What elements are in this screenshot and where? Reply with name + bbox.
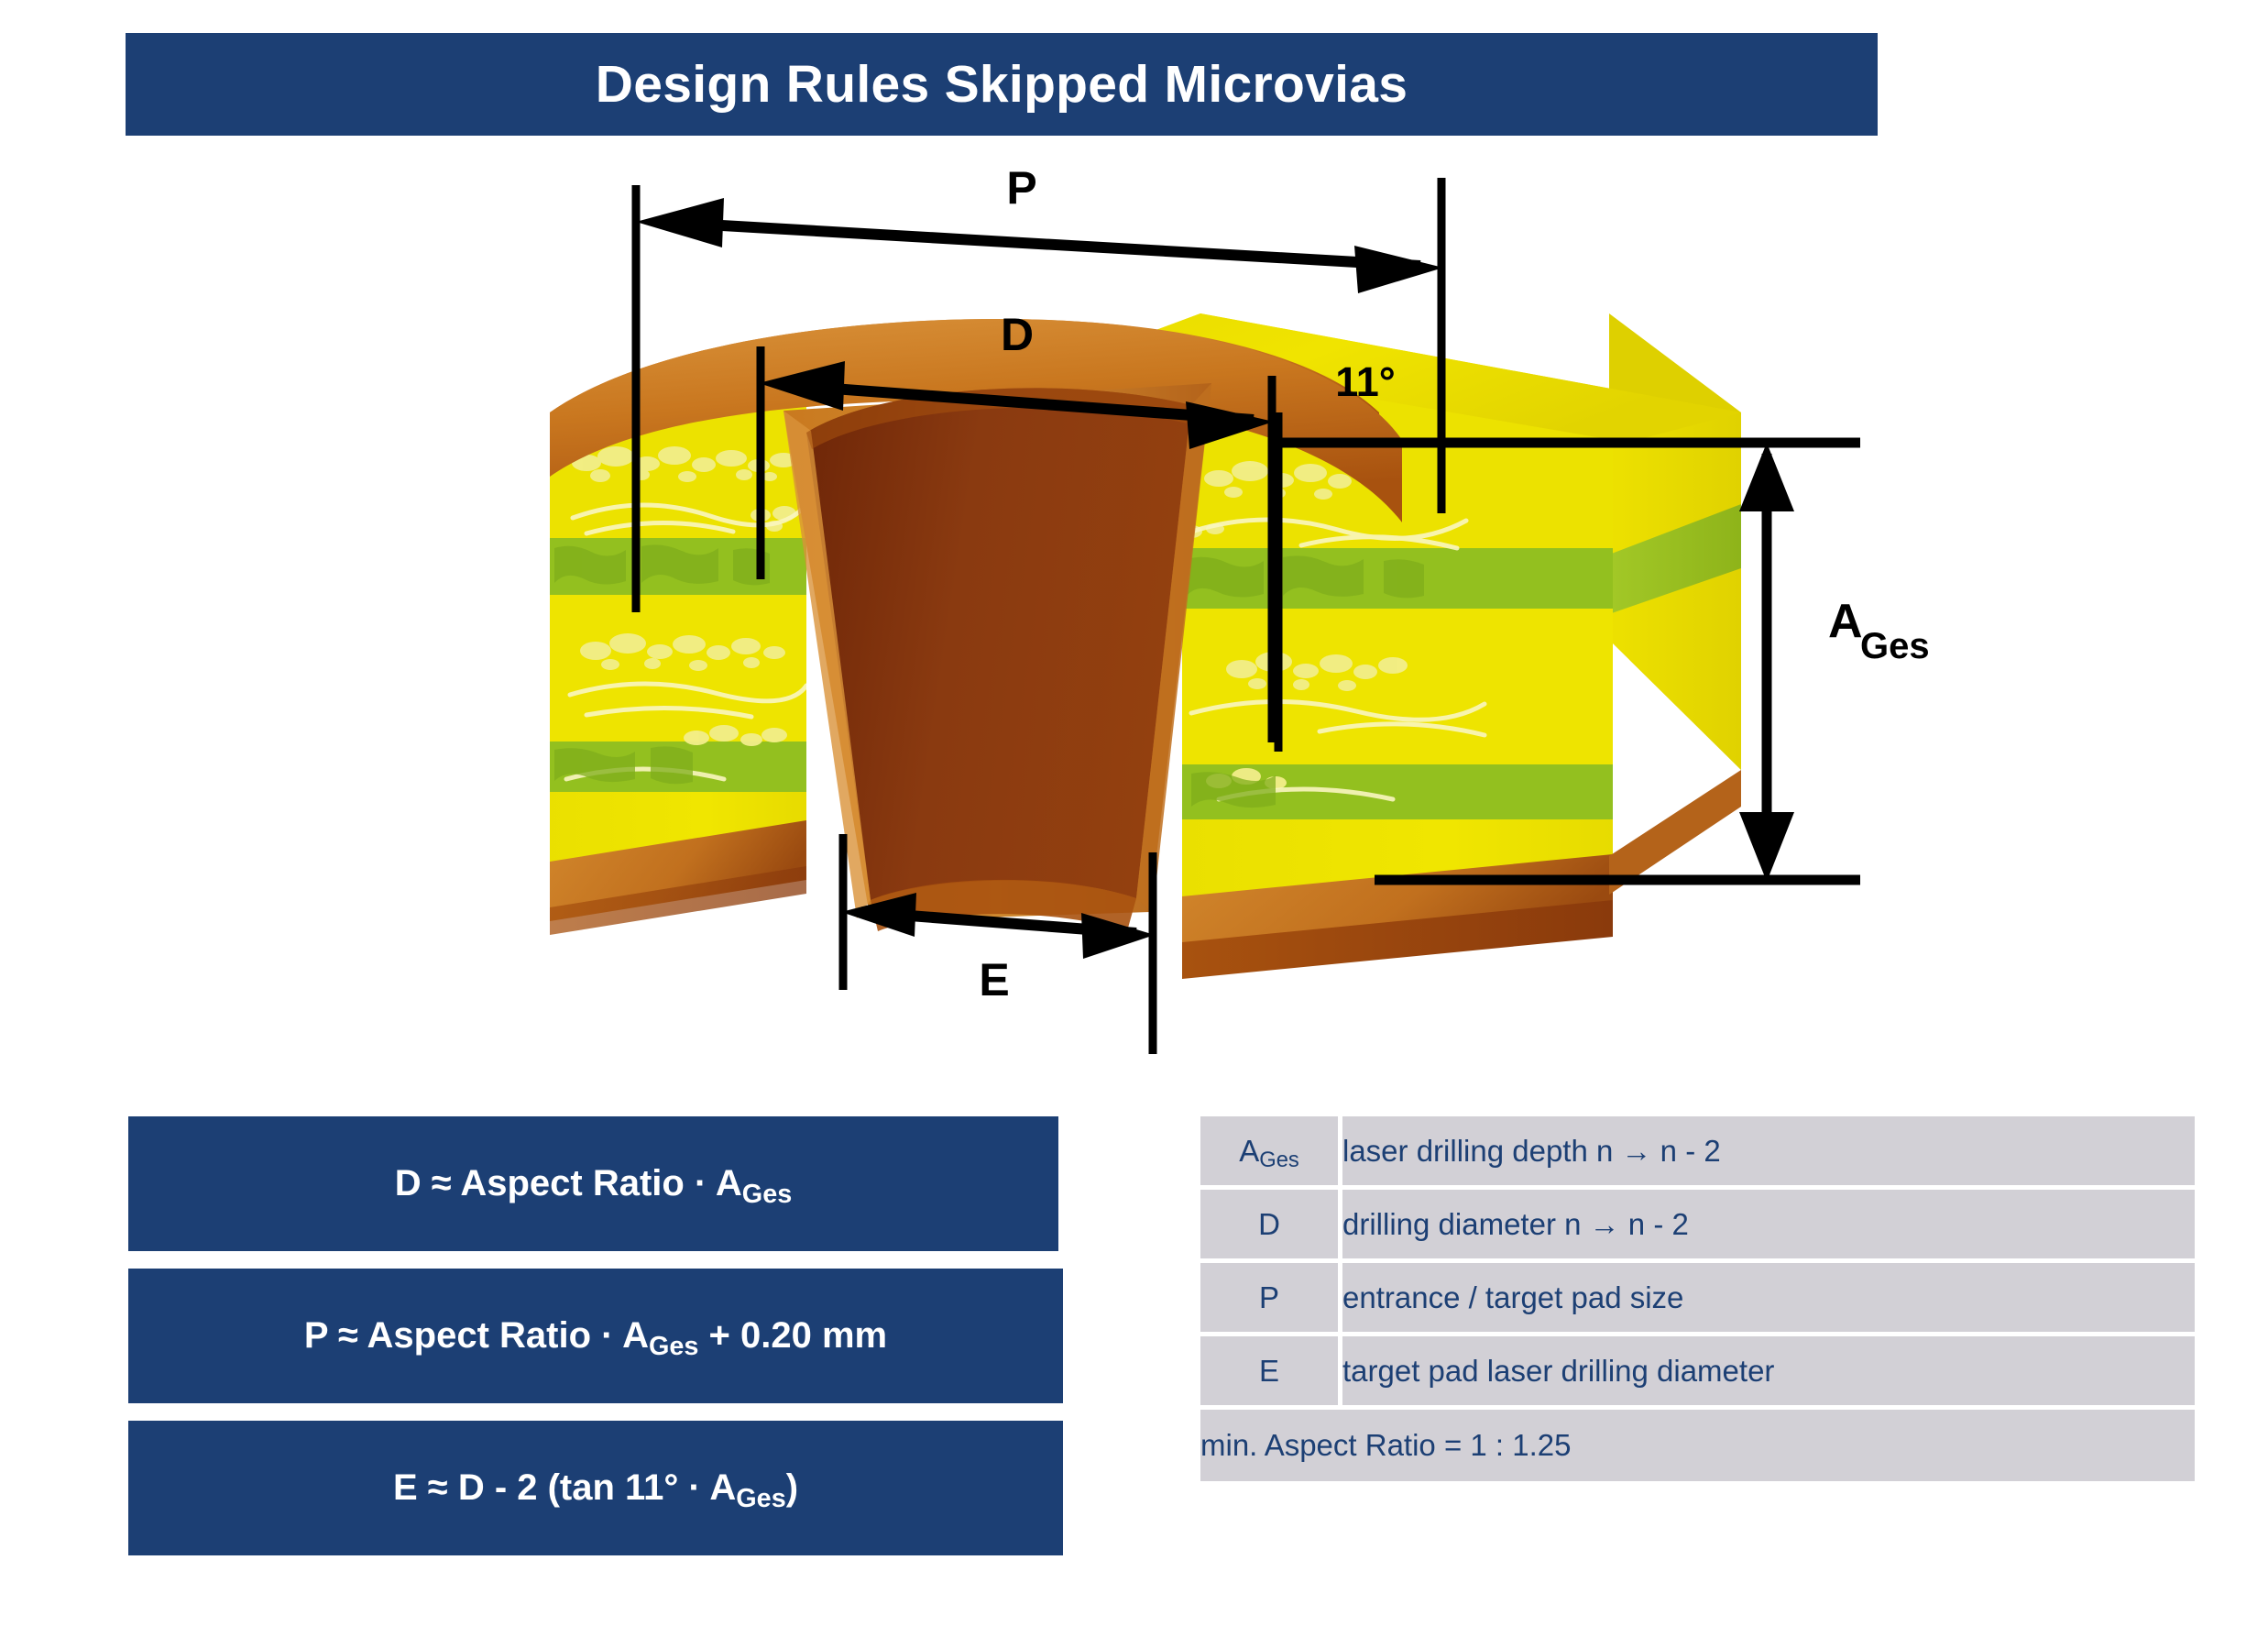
title-bar: Design Rules Skipped Microvias (126, 33, 1878, 136)
legend-symbol-ages: AGes (1200, 1116, 1342, 1190)
formula-box-d: D ≈ Aspect Ratio · AGes (128, 1116, 1058, 1251)
formula-box-e: E ≈ D - 2 (tan 11° · AGes) (128, 1421, 1063, 1555)
legend-desc-e: target pad laser drilling diameter (1342, 1336, 2195, 1410)
page-title: Design Rules Skipped Microvias (595, 55, 1408, 114)
board-front-left (550, 365, 806, 871)
table-row: D drilling diameter n → n - 2 (1200, 1190, 2195, 1263)
formula-d-text: D ≈ Aspect Ratio · AGes (394, 1163, 793, 1210)
formula-p-text: P ≈ Aspect Ratio · AGes + 0.20 mm (303, 1315, 888, 1362)
legend-symbol-p: P (1200, 1263, 1342, 1336)
legend-desc-ages: laser drilling depth n → n - 2 (1342, 1116, 2195, 1190)
legend-table: AGes laser drilling depth n → n - 2 D dr… (1200, 1116, 2195, 1486)
legend-desc-p: entrance / target pad size (1342, 1263, 2195, 1336)
legend-symbol-e: E (1200, 1336, 1342, 1410)
legend-symbol-d: D (1200, 1190, 1342, 1263)
label-p: P (1006, 162, 1036, 214)
dimension-p (631, 178, 1446, 612)
legend-desc-d: drilling diameter n → n - 2 (1342, 1190, 2195, 1263)
formula-box-p: P ≈ Aspect Ratio · AGes + 0.20 mm (128, 1269, 1063, 1403)
legend-footer-aspect-ratio: min. Aspect Ratio = 1 : 1.25 (1200, 1410, 2195, 1486)
table-row: P entrance / target pad size (1200, 1263, 2195, 1336)
label-ages-sub: Ges (1860, 626, 1930, 666)
dimension-d (756, 346, 1276, 742)
dimension-e (838, 834, 1157, 1054)
label-angle: 11° (1335, 358, 1396, 405)
label-ages-base: A (1828, 595, 1863, 648)
formula-e-text: E ≈ D - 2 (tan 11° · AGes) (392, 1467, 799, 1514)
label-d: D (1001, 309, 1034, 360)
microvia-hole (783, 383, 1211, 931)
label-e: E (979, 954, 1009, 1005)
formula-list: D ≈ Aspect Ratio · AGes P ≈ Aspect Ratio… (128, 1116, 1063, 1555)
table-row: E target pad laser drilling diameter (1200, 1336, 2195, 1410)
board-right-face (1609, 313, 1741, 770)
dimension-ages (1269, 437, 1860, 885)
table-footer-row: min. Aspect Ratio = 1 : 1.25 (1200, 1410, 2195, 1486)
table-row: AGes laser drilling depth n → n - 2 (1200, 1116, 2195, 1190)
microvia-diagram: P D 11° A Ges E (0, 137, 2268, 1100)
